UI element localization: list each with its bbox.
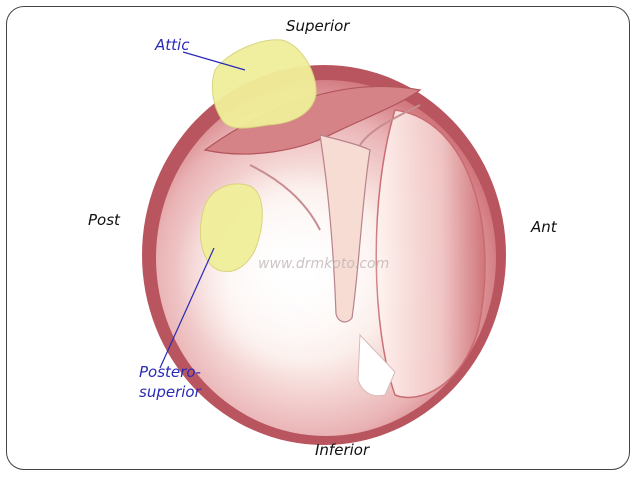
postero-superior-label-line1: Postero- — [139, 363, 201, 381]
cone-of-light — [357, 333, 396, 397]
posterior-fold — [249, 164, 321, 231]
ant-label: Ant — [531, 218, 557, 236]
malleus-handle — [319, 134, 371, 323]
postero-superior-pointer-line — [159, 247, 215, 369]
postero-superior-region — [199, 183, 263, 273]
post-label: Post — [88, 211, 120, 229]
superior-label: Superior — [286, 17, 350, 35]
watermark-text: www.drmkoto.com — [258, 256, 389, 272]
anterior-fold — [359, 104, 421, 146]
attic-region — [211, 39, 317, 129]
attic-label: Attic — [155, 36, 190, 54]
inferior-label: Inferior — [315, 441, 370, 459]
attic-pointer-line — [182, 51, 246, 71]
postero-superior-label-line2: superior — [139, 383, 201, 401]
